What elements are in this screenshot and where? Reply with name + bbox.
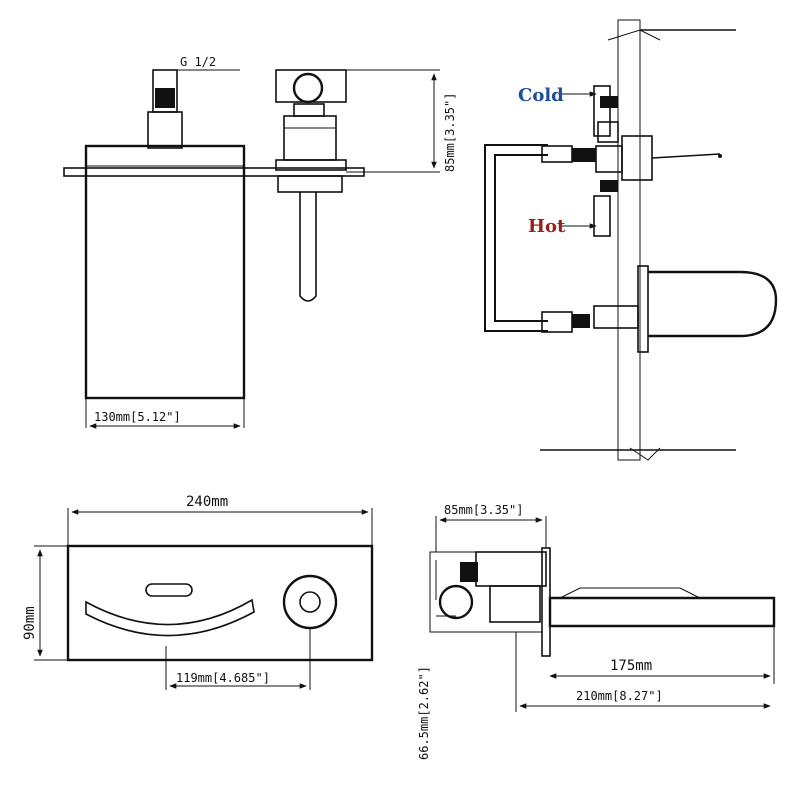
dim-85-bottom-label: 85mm[3.35"] [444,503,523,517]
front-view: G 1/2 130mm[5.12"] 85mm[3.35"] [63,55,457,429]
dim-119-label: 119mm[4.685"] [176,671,270,685]
waterfall-arc [85,598,255,637]
lever-handle [299,192,317,302]
cold-label: Cold [518,85,564,106]
dim-210-label: 210mm[8.27"] [576,689,663,703]
spout-side [648,270,778,338]
faceplate [66,544,374,662]
spout-profile [548,596,776,628]
wall-plate [63,167,365,177]
thread-tip-icon [155,88,175,108]
dim-66-label: 66.5mm[2.62"] [417,666,431,760]
thread-label: G 1/2 [180,55,216,69]
dim-240-label: 240mm [186,494,228,510]
plate-view: 240mm 90mm 119mm[4.685"] [22,494,374,690]
dim-175-label: 175mm [610,658,652,674]
side-profile: 85mm[3.35"] 175mm 210mm[8.27"] 66.5mm[2.… [417,503,776,760]
flex-pipe [484,144,548,332]
outlet-slot [145,583,193,597]
knob-side-icon [438,584,474,620]
spout-body-front [84,144,246,400]
valve-body [475,551,547,587]
wall-install-view: Cold Hot [484,19,778,461]
handle-knob-icon [292,72,324,104]
dim-130-label: 130mm[5.12"] [94,410,181,424]
dim-90-label: 90mm [22,606,38,640]
handle-rosette-icon [282,574,338,630]
dim-85-side-label: 85mm[3.35"] [443,93,457,172]
wall-section [617,19,641,461]
hot-label: Hot [528,216,566,237]
